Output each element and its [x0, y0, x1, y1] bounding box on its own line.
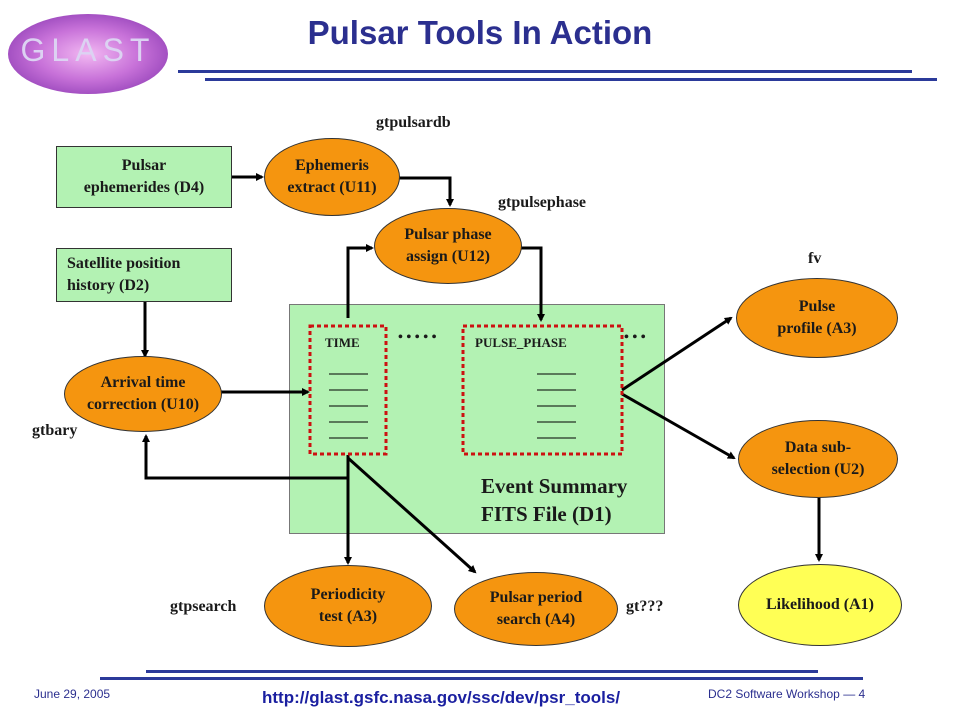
time-column-name: TIME — [325, 335, 360, 350]
data-subselection-oval: Data sub-selection (U2) — [738, 420, 898, 498]
footer-event: DC2 Software Workshop — 4 — [708, 687, 865, 701]
tool-label-gtbary: gtbary — [32, 422, 78, 439]
column-ellipsis-right: • • • — [624, 330, 646, 345]
edge-time-to-arrival — [142, 434, 350, 480]
edge-pulsephase-to-subselection — [621, 392, 736, 460]
tool-label-gtpsearch: gtpsearch — [170, 598, 237, 615]
footer-rule-lower — [100, 677, 863, 680]
time-column-outline — [308, 324, 388, 456]
edge-phase-to-pulsephase — [520, 246, 545, 322]
title-rule-lower — [205, 78, 937, 81]
likelihood-oval: Likelihood (A1) — [738, 564, 902, 646]
edge-pulsephase-to-profile — [621, 316, 733, 392]
footer-url-link[interactable]: http://glast.gsfc.nasa.gov/ssc/dev/psr_t… — [262, 688, 621, 707]
footer-event-name: DC2 Software Workshop — [708, 687, 840, 701]
pulsephase-column-name: PULSE_PHASE — [475, 335, 567, 350]
tool-label-fv: fv — [808, 250, 822, 267]
glast-logo-text: GLAST — [20, 32, 156, 68]
slide-title: Pulsar Tools In Action — [307, 14, 653, 51]
footer-date: June 29, 2005 — [34, 687, 111, 701]
event-summary-line-2: FITS File (D1) — [481, 502, 612, 526]
footer-rule-upper — [146, 670, 818, 673]
glast-logo — [8, 14, 168, 94]
edge-extract-to-phase — [398, 176, 454, 207]
footer-separator: — — [843, 687, 856, 701]
tool-label-gt-unknown: gt??? — [626, 598, 664, 615]
edge-time-to-period-search — [346, 456, 477, 574]
event-summary-line-1: Event Summary — [481, 474, 628, 498]
tool-label-gtpulsephase: gtpulsephase — [498, 194, 587, 211]
edge-time-to-phase — [346, 244, 374, 318]
tool-label-gtpulsardb: gtpulsardb — [376, 114, 451, 131]
column-ellipsis-middle: • • • • • — [398, 330, 437, 345]
footer-page-number: 4 — [858, 687, 866, 701]
event-summary-panel — [289, 304, 665, 534]
title-rule-upper — [178, 70, 912, 73]
pulsephase-column-outline — [461, 324, 624, 456]
